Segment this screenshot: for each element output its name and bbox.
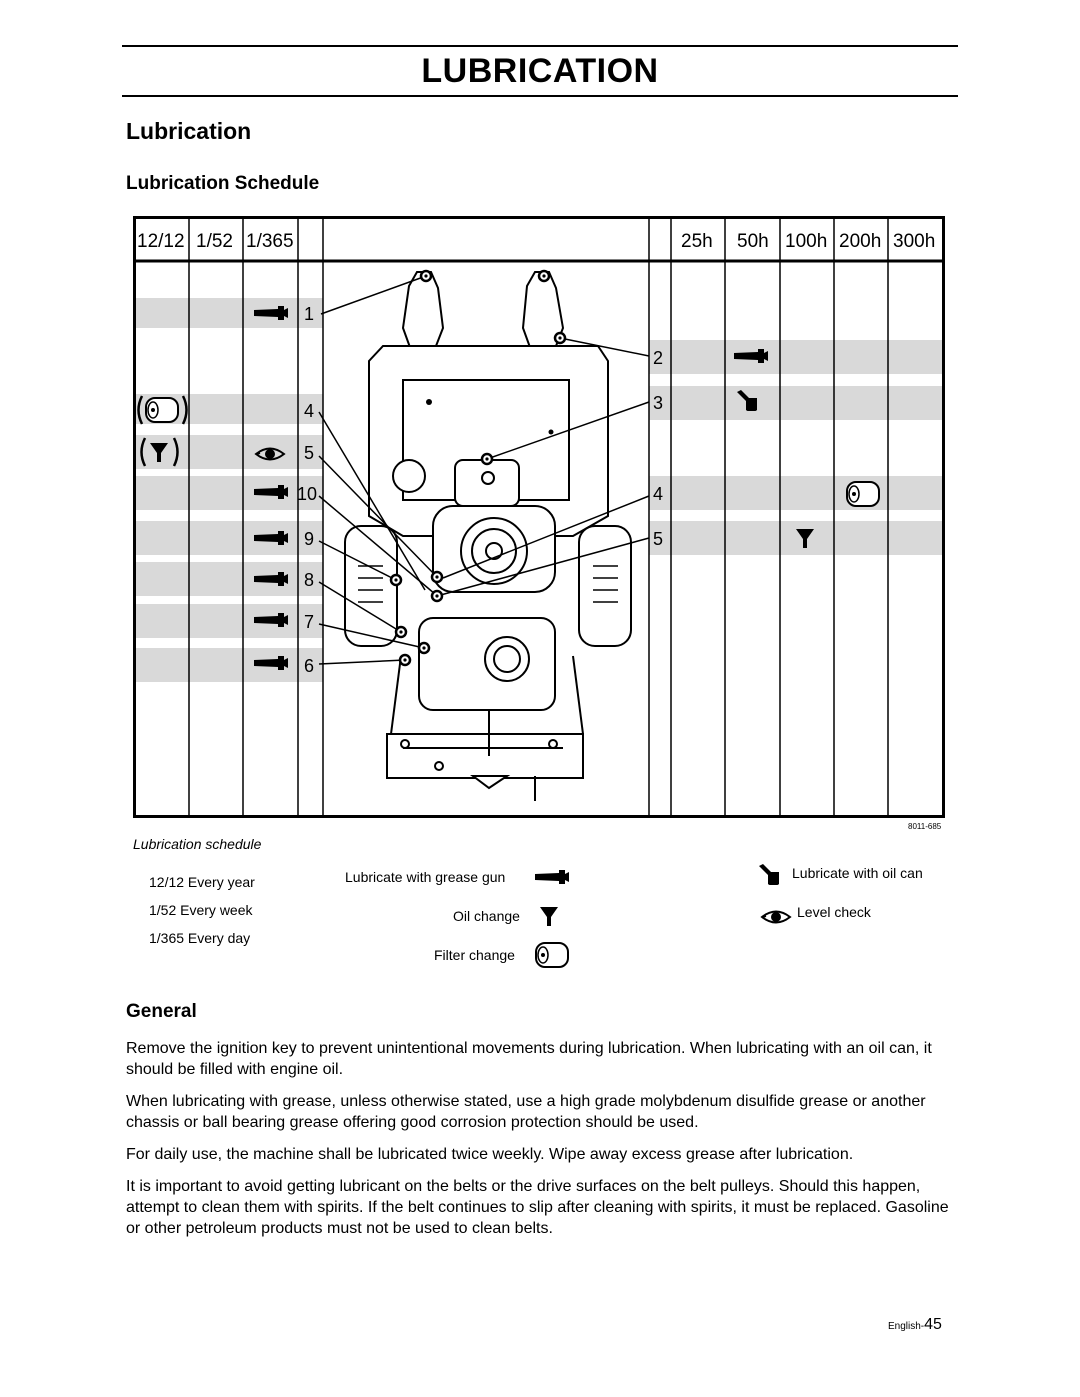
leader-lines	[318, 275, 650, 665]
col-1-52: 1/52	[196, 231, 233, 252]
col-50h: 50h	[737, 231, 769, 252]
point-number: 5	[304, 443, 314, 463]
filter-icon	[535, 942, 569, 968]
legend-interval: 1/52 Every week	[149, 902, 253, 918]
filter-icon	[846, 481, 880, 507]
lube-point-marker	[389, 573, 403, 587]
section-title: Lubrication	[126, 118, 252, 144]
general-paragraph: Remove the ignition key to prevent unint…	[126, 1040, 932, 1078]
legend-oil-can-label: Lubricate with oil can	[792, 865, 923, 881]
point-number: 8	[304, 570, 314, 590]
grease-gun-icon	[535, 870, 569, 884]
point-number: 6	[304, 656, 314, 676]
lube-point-marker	[537, 269, 551, 283]
lube-point-marker	[430, 570, 444, 584]
legend-interval: 12/12 Every year	[149, 874, 255, 890]
col-25h: 25h	[681, 231, 713, 252]
col-100h: 100h	[785, 231, 827, 252]
oil-can-icon	[759, 864, 779, 885]
lube-point-marker	[430, 589, 444, 603]
lube-point-marker	[394, 625, 408, 639]
general-title: General	[126, 1001, 197, 1022]
page-prefix: English-	[888, 1321, 925, 1332]
legend-level-check-label: Level check	[797, 904, 871, 920]
left-grey-bands	[136, 298, 323, 682]
lube-point-marker	[553, 331, 567, 345]
legend-grease-gun-label: Lubricate with grease gun	[345, 869, 506, 885]
general-paragraph: For daily use, the machine shall be lubr…	[126, 1146, 854, 1163]
col-200h: 200h	[839, 231, 881, 252]
lube-point-marker	[398, 653, 412, 667]
eye-icon	[761, 910, 791, 924]
subsection-title: Lubrication Schedule	[126, 173, 320, 194]
right-grey-bands	[649, 340, 943, 555]
mower-drawing	[344, 271, 632, 801]
filter-icon	[145, 397, 179, 423]
col-1-365: 1/365	[246, 231, 294, 252]
point-number: 3	[653, 393, 663, 413]
point-number: 9	[304, 529, 314, 549]
lube-point-marker	[480, 452, 494, 466]
point-number: 1	[304, 304, 314, 324]
figure-code: 8011-685	[908, 822, 942, 831]
legend-interval: 1/365 Every day	[149, 930, 251, 946]
lubrication-schedule-figure: 12/12 1/52 1/365 25h 50h 100h 200h 300h …	[133, 216, 945, 818]
legend-filter-change-label: Filter change	[434, 947, 515, 963]
funnel-bracket-icon	[140, 437, 179, 467]
point-number: 5	[653, 529, 663, 549]
top-rule	[122, 45, 958, 47]
filter-bracket-icon	[137, 395, 188, 425]
funnel-icon	[540, 907, 558, 926]
point-number: 10	[297, 484, 317, 504]
lube-point-marker	[417, 641, 431, 655]
page-banner: LUBRICATION	[421, 52, 659, 90]
col-12-12: 12/12	[137, 231, 185, 252]
point-number: 4	[304, 401, 314, 421]
point-number: 4	[653, 484, 663, 504]
legend-oil-change-label: Oil change	[453, 908, 520, 924]
page-number: English-45	[888, 1316, 942, 1334]
general-paragraph: It is important to avoid getting lubrica…	[126, 1178, 949, 1237]
page-number-value: 45	[924, 1316, 942, 1333]
schedule-grid	[133, 216, 945, 818]
general-paragraph: When lubricating with grease, unless oth…	[126, 1093, 926, 1131]
col-300h: 300h	[893, 231, 935, 252]
point-number: 7	[304, 612, 314, 632]
lube-point-marker	[419, 269, 433, 283]
point-number: 2	[653, 348, 663, 368]
banner-rule	[122, 95, 958, 97]
figure-caption: Lubrication schedule	[133, 836, 262, 852]
